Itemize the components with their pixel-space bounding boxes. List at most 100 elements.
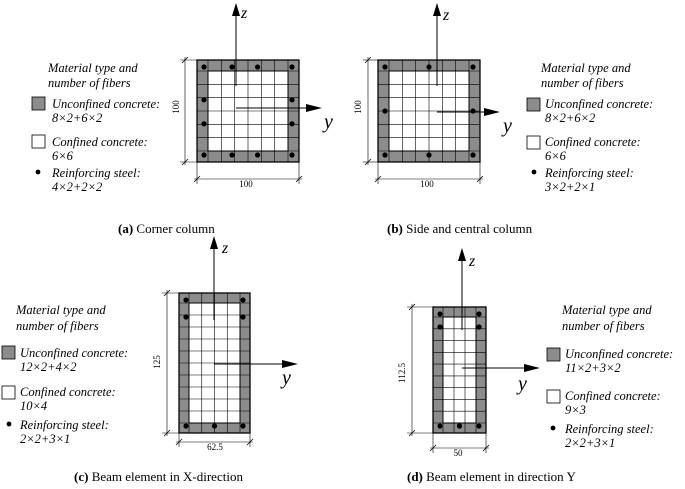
core-outline [207, 70, 289, 152]
section-outline [196, 59, 300, 163]
dim-width: 50 [454, 448, 464, 458]
unconfined-label: Unconfined concrete: [20, 346, 128, 360]
unconfined-value: 8×2+6×2 [52, 111, 102, 125]
axis-y-label: y [516, 373, 527, 395]
dim-tick [429, 444, 437, 452]
section-drawings [162, 3, 540, 453]
dim-height: 112.5 [397, 363, 407, 383]
reinforcing-bar [229, 152, 235, 158]
reinforcing-bar [229, 64, 235, 70]
confined-label: Confined concrete: [20, 385, 116, 399]
confined-swatch [526, 135, 541, 150]
dim-tick [193, 175, 201, 183]
axis-y-arrowhead [306, 104, 322, 112]
reinforcing-bar [470, 64, 476, 70]
steel-marker [531, 169, 537, 175]
dim-height: 100 [171, 100, 181, 114]
reinforcing-bar [382, 108, 388, 114]
dim-tick [374, 175, 382, 183]
legend-title-line2: number of fibers [16, 319, 99, 333]
axis-z-arrowhead [458, 248, 466, 261]
reinforcing-bar [289, 97, 295, 103]
confined-label: Confined concrete: [565, 389, 661, 403]
reinforcing-bar [437, 423, 443, 429]
dim-tick [364, 158, 372, 166]
reinforcing-bar [476, 324, 482, 330]
reinforcing-bar [476, 423, 482, 429]
reinforcing-bar [183, 297, 189, 303]
steel-marker [6, 421, 12, 427]
dim-tick [163, 289, 171, 297]
caption-text: Side and central column [403, 221, 533, 236]
reinforcing-bar [289, 64, 295, 70]
reinforcing-bar [437, 324, 443, 330]
legend-title-line1: Material type and [15, 303, 106, 317]
reinforcing-bar [201, 97, 207, 103]
unconfined-value: 12×2+4×2 [20, 360, 77, 374]
steel-label: Reinforcing steel: [544, 166, 634, 180]
confined-swatch [31, 134, 46, 149]
steel-value: 2×2+3×1 [565, 436, 615, 450]
reinforcing-bar [470, 152, 476, 158]
caption-letter: (c) [74, 469, 88, 484]
unconfined-label: Unconfined concrete: [52, 97, 160, 111]
dim-tick [175, 438, 183, 446]
caption-letter: (b) [387, 221, 403, 236]
dim-tick [246, 438, 254, 446]
dim-height: 100 [353, 100, 363, 114]
unconfined-label: Unconfined concrete: [545, 97, 653, 111]
core-outline [442, 316, 477, 424]
axis-y-arrowhead [484, 108, 500, 116]
caption: (a) Corner column [118, 221, 215, 236]
reinforcing-bar [382, 152, 388, 158]
section-d [407, 248, 540, 453]
steel-label: Reinforcing steel: [19, 418, 109, 432]
legend-title-line1: Material type and [47, 61, 138, 75]
dim-width: 100 [420, 179, 434, 189]
section-outline [432, 306, 487, 434]
axis-y-label: y [322, 111, 333, 133]
reinforcing-bar [437, 311, 443, 317]
axis-z-arrowhead [433, 3, 441, 16]
reinforcing-bar [240, 314, 246, 320]
axis-y-label: y [280, 367, 291, 389]
reinforcing-bar [289, 152, 295, 158]
unconfined-swatch [1, 345, 16, 360]
dim-height: 125 [152, 355, 162, 369]
legend-title-line2: number of fibers [562, 319, 645, 333]
steel-value: 3×2+2×1 [544, 180, 595, 194]
confined-swatch [1, 385, 16, 400]
panel-a: Material type and number of fibers Uncon… [31, 5, 333, 236]
reinforcing-bar [382, 64, 388, 70]
reinforcing-bar [289, 121, 295, 127]
steel-marker [550, 425, 556, 431]
axis-y-arrowhead [524, 364, 540, 372]
dim-tick [408, 303, 416, 311]
section-b [363, 3, 500, 184]
reinforcing-bar [211, 423, 218, 429]
reinforcing-bar [201, 121, 207, 127]
dim-tick [181, 158, 189, 166]
axis-y-label: y [501, 115, 512, 137]
dim-width: 62.5 [207, 442, 223, 452]
unconfined-value: 11×2+3×2 [565, 361, 621, 375]
legend-title-line2: number of fibers [541, 76, 624, 90]
legend-title-line1: Material type and [540, 61, 631, 75]
reinforcing-bar [240, 297, 246, 303]
confined-value: 10×4 [20, 399, 47, 413]
reinforcing-bar [456, 423, 463, 429]
confined-concrete [442, 316, 477, 424]
reinforcing-bar [183, 314, 189, 320]
axis-y-arrowhead [282, 360, 298, 368]
dim-width: 100 [239, 179, 253, 189]
caption-text: Beam element in X-direction [88, 469, 243, 484]
section-outline [377, 59, 481, 163]
caption: (c) Beam element in X-direction [74, 469, 243, 484]
section-c [162, 236, 298, 447]
caption: (b) Side and central column [387, 221, 533, 236]
core-outline [388, 70, 470, 152]
unconfined-swatch [526, 97, 541, 112]
legend-title-line2: number of fibers [48, 76, 131, 90]
confined-value: 6×6 [52, 149, 74, 163]
